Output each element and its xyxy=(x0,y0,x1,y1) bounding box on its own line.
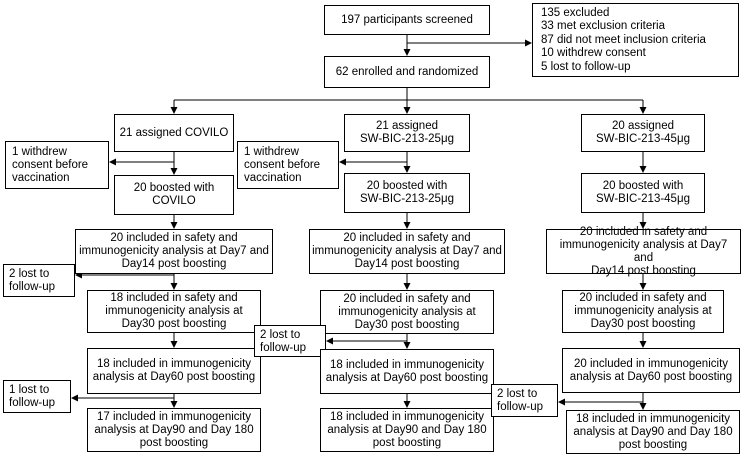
arm2-immuno60-text: 18 included in immunogenicity analysis a… xyxy=(325,358,489,384)
arm1-safety30-box: 18 included in safety and immunogenicity… xyxy=(87,290,261,333)
arm2-lost1-box: 2 lost to follow-up xyxy=(254,325,326,357)
arm2-boosted-box: 20 boosted with SW-BIC-213-25μg xyxy=(344,173,470,213)
screened-text: 197 participants screened xyxy=(341,13,473,26)
arm2-immuno180-box: 18 included in immunogenicity analysis a… xyxy=(320,408,494,452)
arm3-immuno180-text: 18 included in immunogenicity analysis a… xyxy=(573,412,733,451)
arm3-immuno180-box: 18 included in immunogenicity analysis a… xyxy=(566,410,740,454)
arm1-immuno180-text: 17 included in immunogenicity analysis a… xyxy=(94,410,254,449)
screened-box: 197 participants screened xyxy=(324,5,490,35)
arm3-assigned-text: 20 assigned SW-BIC-213-45μg xyxy=(596,120,690,145)
arm3-immuno60-text: 20 included in immunogenicity analysis a… xyxy=(569,357,733,383)
arm1-assigned-box: 21 assigned COVILO xyxy=(114,114,234,152)
excluded-text: 135 excluded 33 met exclusion criteria 8… xyxy=(541,7,706,73)
arm2-withdrew-text: 1 withdrew consent before vaccination xyxy=(244,146,321,184)
arm3-boosted-box: 20 boosted with SW-BIC-213-45μg xyxy=(581,173,705,213)
arm3-boosted-text: 20 boosted with SW-BIC-213-45μg xyxy=(596,180,690,205)
arm2-immuno180-text: 18 included in immunogenicity analysis a… xyxy=(327,410,487,449)
arm1-immuno60-text: 18 included in immunogenicity analysis a… xyxy=(92,358,256,383)
arm3-safety30-text: 20 included in safety and immunogenicity… xyxy=(574,292,712,330)
arm2-immuno60-box: 18 included in immunogenicity analysis a… xyxy=(320,349,494,394)
arm3-safety14-text: 20 included in safety and immunogenicity… xyxy=(559,225,728,277)
arm3-lost1-text: 2 lost to follow-up xyxy=(497,388,544,413)
arm2-safety14-text: 20 included in safety and immunogenicity… xyxy=(312,232,502,270)
arm2-assigned-box: 21 assigned SW-BIC-213-25μg xyxy=(344,114,470,152)
arm1-lost1-text: 2 lost to follow-up xyxy=(9,268,56,293)
arm1-boosted-text: 20 boosted with COVILO xyxy=(133,182,215,207)
arm1-lost1-box: 2 lost to follow-up xyxy=(3,264,75,297)
arm1-withdrew-box: 1 withdrew consent before vaccination xyxy=(5,141,109,189)
arm3-assigned-box: 20 assigned SW-BIC-213-45μg xyxy=(581,114,705,152)
arm1-lost2-text: 1 lost to follow-up xyxy=(9,384,56,409)
arm1-withdrew-text: 1 withdrew consent before vaccination xyxy=(12,146,89,184)
arm1-lost2-box: 1 lost to follow-up xyxy=(3,380,71,413)
arm2-safety30-text: 20 included in safety and immunogenicity… xyxy=(338,292,476,331)
arm1-safety14-text: 20 included in safety and immunogenicity… xyxy=(79,232,269,270)
excluded-box: 135 excluded 33 met exclusion criteria 8… xyxy=(532,3,739,77)
arm2-safety30-box: 20 included in safety and immunogenicity… xyxy=(320,290,494,334)
arm1-safety14-box: 20 included in safety and immunogenicity… xyxy=(75,229,273,274)
arm2-boosted-text: 20 boosted with SW-BIC-213-25μg xyxy=(360,180,454,205)
arm1-immuno60-box: 18 included in immunogenicity analysis a… xyxy=(87,348,261,394)
arm1-immuno180-box: 17 included in immunogenicity analysis a… xyxy=(87,408,261,452)
arm3-safety14-box: 20 included in safety and immunogenicity… xyxy=(546,226,741,277)
arm1-assigned-text: 21 assigned COVILO xyxy=(119,126,229,139)
arm2-safety14-box: 20 included in safety and immunogenicity… xyxy=(309,229,505,274)
arm3-safety30-box: 20 included in safety and immunogenicity… xyxy=(562,290,724,333)
arm2-lost1-text: 2 lost to follow-up xyxy=(260,329,307,354)
arm2-withdrew-box: 1 withdrew consent before vaccination xyxy=(237,141,339,189)
arm3-lost1-box: 2 lost to follow-up xyxy=(491,384,558,417)
arm1-safety30-text: 18 included in safety and immunogenicity… xyxy=(105,292,243,330)
arm1-boosted-box: 20 boosted with COVILO xyxy=(114,175,234,215)
enrolled-text: 62 enrolled and randomized xyxy=(335,65,479,78)
enrolled-box: 62 enrolled and randomized xyxy=(324,56,490,88)
arm3-immuno60-box: 20 included in immunogenicity analysis a… xyxy=(562,348,740,393)
arm2-assigned-text: 21 assigned SW-BIC-213-25μg xyxy=(360,120,454,145)
